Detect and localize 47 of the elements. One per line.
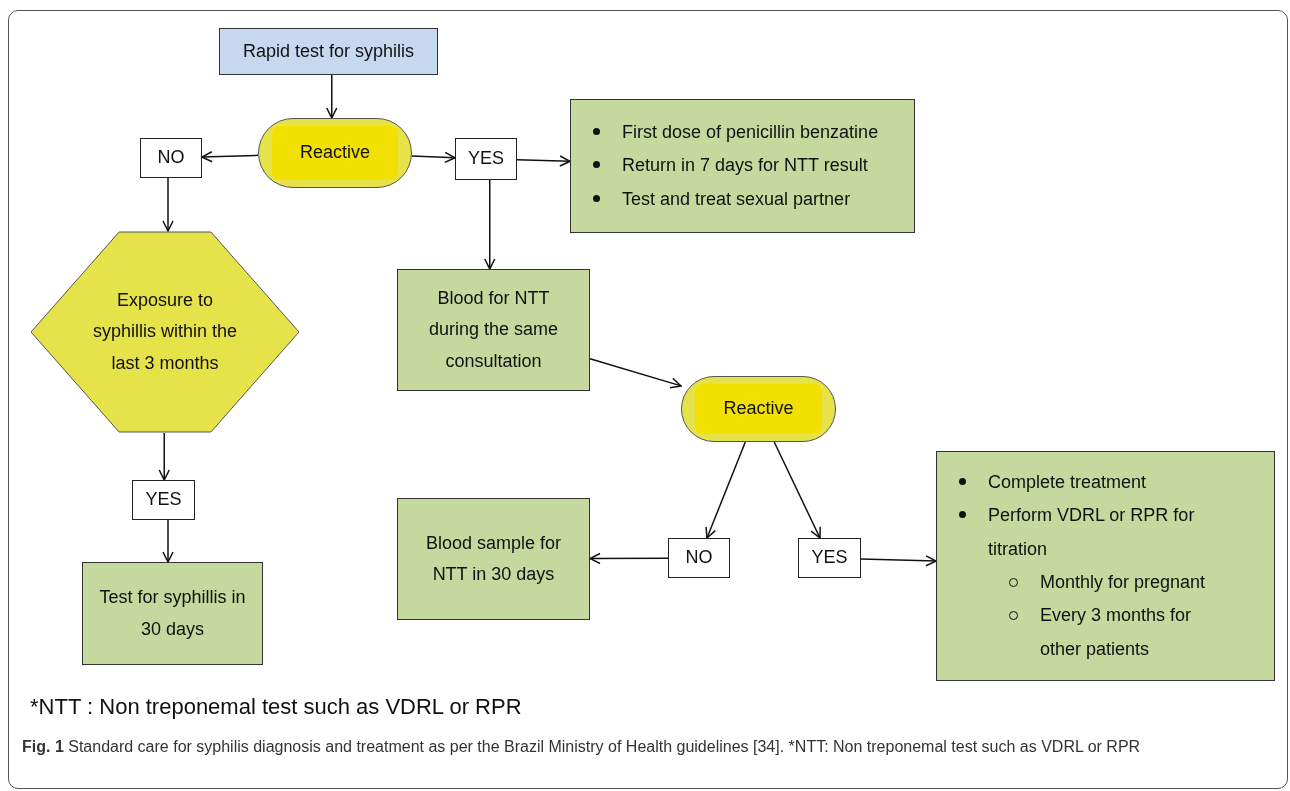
node-text: YES (145, 488, 182, 512)
node-text: Exposure to syphillis within the last 3 months (91, 288, 239, 375)
answer-label (132, 480, 195, 520)
figure-caption: Fig. 1 Standard care for syphilis diagnosis and treatment as per the Brazil Ministry of Health guidelines [34]. *NTT: Non treponemal test such as VDRL or RPR (22, 737, 1142, 757)
node-text: NO (685, 546, 713, 570)
node-text: YES (468, 147, 504, 171)
node-text: Reactive (300, 141, 370, 165)
footnote: *NTT : Non treponemal test such as VDRL or RPR (30, 694, 522, 720)
arrow (326, 74, 338, 119)
arrow (860, 555, 937, 567)
process-box (82, 562, 263, 665)
process-box (219, 28, 438, 75)
list-item: Return in 7 days for NTT result (622, 154, 868, 178)
answer-label (798, 538, 861, 578)
arrow (516, 155, 571, 167)
arrow (201, 151, 259, 163)
node-text: Test for syphillis in 30 days (98, 586, 247, 641)
answer-label (668, 538, 730, 578)
node-text: Rapid test for syphilis (242, 39, 415, 63)
node-text: YES (811, 546, 848, 570)
action-box (936, 451, 1275, 681)
list-item: Perform VDRL or RPR for titration (988, 504, 1196, 561)
decision-pill (681, 376, 836, 442)
node-text: NO (157, 146, 185, 170)
node-text: Reactive (723, 397, 794, 421)
node-text: Blood sample for NTT in 30 days (424, 531, 563, 586)
arrow (705, 441, 747, 539)
arrow (162, 519, 174, 563)
arrow (158, 432, 170, 481)
node-text: Blood for NTT during the same consultation (427, 286, 560, 373)
list-item: Every 3 months for other patients (1040, 604, 1193, 661)
answer-label (140, 138, 202, 178)
process-box (397, 498, 590, 620)
list-item: Monthly for pregnant (1040, 571, 1206, 594)
list-item: Complete treatment (988, 471, 1147, 495)
arrow (589, 358, 682, 389)
arrow (589, 552, 669, 565)
list-item: First dose of penicillin benzatine (622, 121, 879, 145)
arrow (773, 441, 821, 539)
arrow (411, 151, 456, 164)
action-box (570, 99, 915, 233)
arrow (484, 179, 496, 270)
list-item: Test and treat sexual partner (622, 187, 851, 211)
process-box (397, 269, 590, 391)
answer-label (455, 138, 517, 180)
decision-hexagon (30, 231, 300, 433)
arrow (162, 177, 174, 232)
